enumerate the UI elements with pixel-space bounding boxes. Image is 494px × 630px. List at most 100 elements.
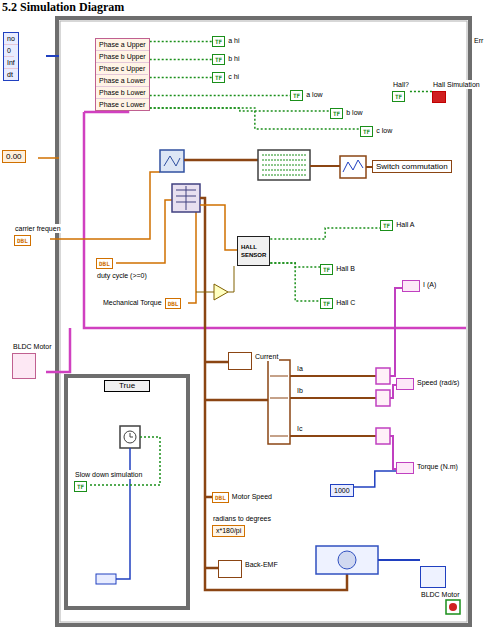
- box-text: HALL: [238, 243, 260, 251]
- graph-indicator: Current: [228, 352, 279, 370]
- subvi-glyph: [176, 186, 196, 210]
- cluster-wire: [46, 55, 59, 57]
- case-selector: True: [104, 380, 150, 392]
- boolean-control: TFHall?: [392, 80, 410, 102]
- indicator-icon: [218, 560, 242, 578]
- terminal-label: a low: [305, 90, 323, 99]
- numeric-control: DBLMechanical Torque: [102, 298, 181, 309]
- numeric-wire: [200, 205, 237, 250]
- motor-glyph: [338, 551, 356, 569]
- indicator-label: Hall Simulation: [432, 80, 481, 89]
- wire-connector: [150, 59, 212, 61]
- terminal-label: Motor Speed: [231, 492, 273, 501]
- terminal-icon: DBL: [14, 235, 31, 246]
- terminal-label: a hi: [227, 36, 240, 45]
- integer-wire: [116, 448, 130, 579]
- terminal-label: Hall A: [395, 220, 415, 229]
- boolean-indicator: TFHall B: [320, 264, 356, 275]
- indicator-label: Current: [254, 352, 279, 361]
- box-text: Phase a Lower: [96, 75, 149, 87]
- constant-symbol: [96, 574, 116, 584]
- wire-connector: [150, 108, 360, 129]
- unbundle-glyph: [270, 376, 288, 436]
- wire-connector: [410, 91, 432, 93]
- indicator-icon: [402, 280, 420, 292]
- boolean-indicator: TFa low: [290, 90, 324, 101]
- terminal-icon: TF: [212, 36, 225, 47]
- terminal-label: Mechanical Torque: [102, 298, 163, 307]
- box-text: Phase a Upper: [96, 39, 149, 51]
- boolean-indicator: TFb hi: [212, 54, 241, 65]
- terminal-icon: TF: [320, 264, 333, 275]
- clock-glyph: [130, 433, 133, 437]
- terminal-label: c hi: [227, 72, 240, 81]
- graph-indicator: Torque (N.m): [396, 462, 459, 474]
- terminal-label: duty cycle (>=0): [96, 271, 148, 280]
- wire-connector: [354, 471, 396, 487]
- box-text: Phase c Lower: [96, 99, 148, 110]
- boolean-indicator: TFa hi: [212, 36, 241, 47]
- terminal-icon: TF: [320, 298, 333, 309]
- wire-connector: [150, 108, 330, 111]
- clock-glyph: [124, 431, 136, 443]
- stop-glyph: [449, 603, 457, 611]
- box-text: Phase b Upper: [96, 51, 149, 63]
- indicator-icon: [432, 91, 446, 103]
- box-text: Switch commutation: [373, 161, 451, 172]
- bundle-symbol: [376, 390, 390, 406]
- waveform-wire: [290, 376, 376, 436]
- indicator-icon: [228, 352, 252, 370]
- indicator-icon: [396, 378, 414, 390]
- cluster-wire: [46, 106, 466, 372]
- terminal-icon: DBL: [212, 492, 229, 503]
- chart-symbol: [340, 156, 366, 178]
- terminal-icon: TF: [74, 481, 87, 492]
- while-loop-frame: [57, 18, 470, 625]
- box-text: Inf: [4, 57, 18, 69]
- terminal-label: Hall?: [392, 80, 410, 89]
- boolean-indicator: TFc low: [360, 126, 393, 137]
- picture-indicator: BLDC Motor: [420, 566, 461, 599]
- wait-symbol: [120, 426, 140, 448]
- subvi-icon: [160, 150, 184, 172]
- wire-connector: [150, 41, 212, 43]
- box-text: Phase b Lower: [96, 87, 149, 99]
- simulation-subvi: [172, 184, 200, 212]
- indicator-label: I (A): [422, 280, 437, 289]
- unbundle-by-name: Phase a UpperPhase b UpperPhase c UpperP…: [95, 38, 150, 111]
- numeric-wire: [116, 200, 172, 263]
- terminal-label: carrier frequen: [14, 224, 62, 233]
- signal-name: Ic: [296, 424, 303, 433]
- terminal-icon: TF: [212, 54, 225, 65]
- boolean-indicator: TFb low: [330, 108, 364, 119]
- loop-condition: [446, 600, 460, 614]
- graph-indicator: Back-EMF: [218, 560, 279, 578]
- terminal-label: Hall C: [335, 298, 356, 307]
- box-text: 1000: [331, 485, 353, 496]
- build-array-symbol: [258, 150, 310, 180]
- indicator-label: BLDC Motor: [420, 590, 461, 599]
- terminal-label: b low: [345, 108, 363, 117]
- motor-wire: [378, 559, 420, 561]
- signal-name: Ib: [296, 386, 304, 395]
- wire-connector: [270, 228, 380, 239]
- terminal-icon: TF: [360, 126, 373, 137]
- graph-indicator: Speed (rad/s): [396, 378, 460, 390]
- wire-connector: [150, 77, 212, 79]
- bundle-symbol: [376, 428, 390, 444]
- build-array-glyph: [262, 155, 306, 175]
- bundle-symbol: [376, 368, 390, 384]
- indicator-label: Back-EMF: [244, 560, 279, 569]
- terminal-icon: TF: [290, 90, 303, 101]
- terminal-label: c low: [375, 126, 393, 135]
- case-structure: TrueTFSlow down simulation: [64, 374, 190, 610]
- numeric-wire: [38, 157, 59, 159]
- numeric-control: DBL carrier frequen: [14, 224, 62, 246]
- indicator-label: Torque (N.m): [416, 462, 459, 471]
- box-text: SENSOR: [238, 251, 269, 259]
- indicator-label: Speed (rad/s): [416, 378, 460, 387]
- terminal-label: Hall B: [335, 264, 356, 273]
- box-text: Phase c Upper: [96, 63, 148, 75]
